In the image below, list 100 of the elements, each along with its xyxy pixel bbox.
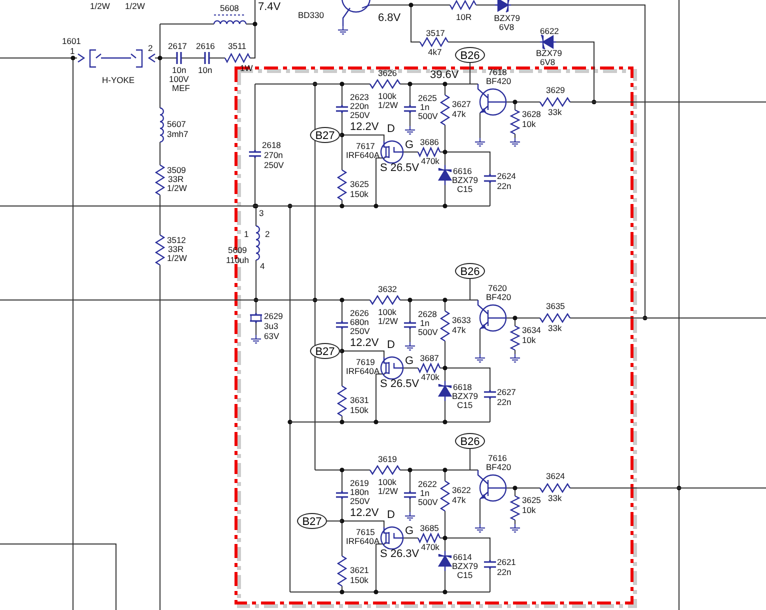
component-label: 10n bbox=[172, 66, 186, 75]
component-label: 2619 bbox=[350, 479, 369, 488]
component-label: IRF640A bbox=[346, 367, 380, 376]
component-label: 3687 bbox=[420, 354, 439, 363]
component-label: 4 bbox=[260, 262, 265, 271]
component-label: 10k bbox=[522, 336, 536, 345]
component-label: 3509 bbox=[167, 166, 186, 175]
component-label: 3 bbox=[259, 209, 264, 218]
component-label: 2 bbox=[148, 44, 153, 53]
component-label: 3mh7 bbox=[167, 130, 188, 139]
voltage-label: S 26.3V bbox=[380, 549, 420, 560]
component-label: 22n bbox=[497, 568, 512, 577]
component-label: 10k bbox=[522, 506, 536, 515]
component-label: 100V bbox=[169, 75, 189, 84]
component-label: BD330 bbox=[298, 11, 324, 20]
component-label: 250V bbox=[350, 497, 370, 506]
component-label: 2 bbox=[265, 230, 270, 239]
component-label: 5609 bbox=[228, 246, 247, 255]
voltage-label: S 26.5V bbox=[380, 379, 420, 390]
component-label: 2617 bbox=[168, 42, 187, 51]
component-label: 10R bbox=[456, 13, 472, 22]
component-label: 33R bbox=[168, 175, 184, 184]
component-label: 150k bbox=[350, 576, 368, 585]
component-label: 5607 bbox=[167, 120, 186, 129]
component-label: 7619 bbox=[356, 358, 375, 367]
test-point-marker: B26 bbox=[455, 263, 485, 279]
component-label: BZX79 bbox=[536, 49, 562, 58]
voltage-label: G bbox=[405, 140, 414, 151]
component-label: 3625 bbox=[350, 180, 369, 189]
component-label: 10n bbox=[198, 66, 212, 75]
component-label: 3632 bbox=[378, 285, 397, 294]
component-label: 4k7 bbox=[428, 48, 442, 57]
component-label: 470k bbox=[421, 157, 440, 166]
component-label: 2624 bbox=[497, 172, 516, 181]
component-label: 3626 bbox=[378, 69, 397, 78]
component-label: 1/2W bbox=[90, 2, 110, 11]
component-label: 6618 bbox=[453, 383, 472, 392]
component-label: C15 bbox=[457, 401, 473, 410]
component-label: 3u3 bbox=[264, 322, 278, 331]
component-label: 7615 bbox=[356, 528, 375, 537]
component-label: 500V bbox=[418, 498, 438, 507]
component-label: 2627 bbox=[497, 388, 516, 397]
component-label: 270n bbox=[264, 151, 283, 160]
component-label: 7617 bbox=[356, 142, 375, 151]
voltage-label: D bbox=[387, 340, 395, 351]
component-label: 3686 bbox=[420, 138, 439, 147]
component-label: 250V bbox=[350, 327, 370, 336]
component-label: 3517 bbox=[426, 29, 445, 38]
component-label: 3624 bbox=[546, 472, 565, 481]
component-label: 33k bbox=[548, 494, 562, 503]
component-label: 1n bbox=[420, 319, 430, 328]
component-label: 22n bbox=[497, 182, 512, 191]
component-label: 2616 bbox=[196, 42, 215, 51]
component-label: 22n bbox=[497, 398, 512, 407]
component-label: BZX79 bbox=[452, 562, 478, 571]
component-label: 10k bbox=[522, 120, 536, 129]
component-label: BZX79 bbox=[452, 392, 478, 401]
component-label: 3512 bbox=[167, 236, 186, 245]
component-label: 470k bbox=[421, 373, 440, 382]
component-label: 100k bbox=[378, 478, 396, 487]
component-label: 33k bbox=[548, 324, 562, 333]
component-label: 5608 bbox=[220, 4, 239, 13]
component-label: 6V8 bbox=[540, 58, 556, 67]
component-label: 7618 bbox=[488, 68, 507, 77]
test-point-marker: B26 bbox=[455, 433, 485, 449]
component-label: 2622 bbox=[418, 480, 437, 489]
voltage-label: 7.4V bbox=[258, 2, 281, 13]
component-label: H-YOKE bbox=[102, 76, 135, 85]
component-label: IRF640A bbox=[346, 537, 380, 546]
component-label: 3621 bbox=[350, 566, 369, 575]
voltage-label: S 26.5V bbox=[380, 163, 420, 174]
component-label: 6622 bbox=[540, 27, 559, 36]
component-label: 2628 bbox=[418, 310, 437, 319]
component-label: 100k bbox=[378, 92, 396, 101]
voltage-label: 12.2V bbox=[350, 508, 379, 519]
component-label: 250V bbox=[264, 161, 284, 170]
component-label: 3627 bbox=[452, 100, 471, 109]
voltage-label: 39.6V bbox=[430, 70, 459, 81]
component-label: MEF bbox=[172, 84, 190, 93]
component-label: 3511 bbox=[228, 42, 246, 51]
component-label: 3622 bbox=[452, 486, 471, 495]
component-label: 2629 bbox=[264, 312, 283, 321]
component-label: 47k bbox=[452, 496, 466, 505]
component-label: 3629 bbox=[546, 86, 565, 95]
component-label: 3685 bbox=[420, 524, 439, 533]
component-label: 150k bbox=[350, 406, 368, 415]
test-point-marker: B27 bbox=[310, 127, 340, 143]
component-label: 2626 bbox=[350, 309, 369, 318]
test-point-marker: B27 bbox=[297, 513, 327, 529]
component-label: 1 bbox=[244, 230, 249, 239]
component-label: 6V8 bbox=[499, 23, 514, 32]
test-point-marker: B26 bbox=[455, 47, 485, 63]
component-label: 33R bbox=[168, 245, 184, 254]
component-label: 33k bbox=[548, 108, 562, 117]
component-label: 47k bbox=[452, 110, 466, 119]
component-label: BZX79 bbox=[494, 14, 520, 23]
component-label: 1n bbox=[420, 103, 430, 112]
component-label: 150k bbox=[350, 190, 368, 199]
component-label: 1/2W bbox=[167, 184, 187, 193]
component-label: 100k bbox=[378, 308, 396, 317]
